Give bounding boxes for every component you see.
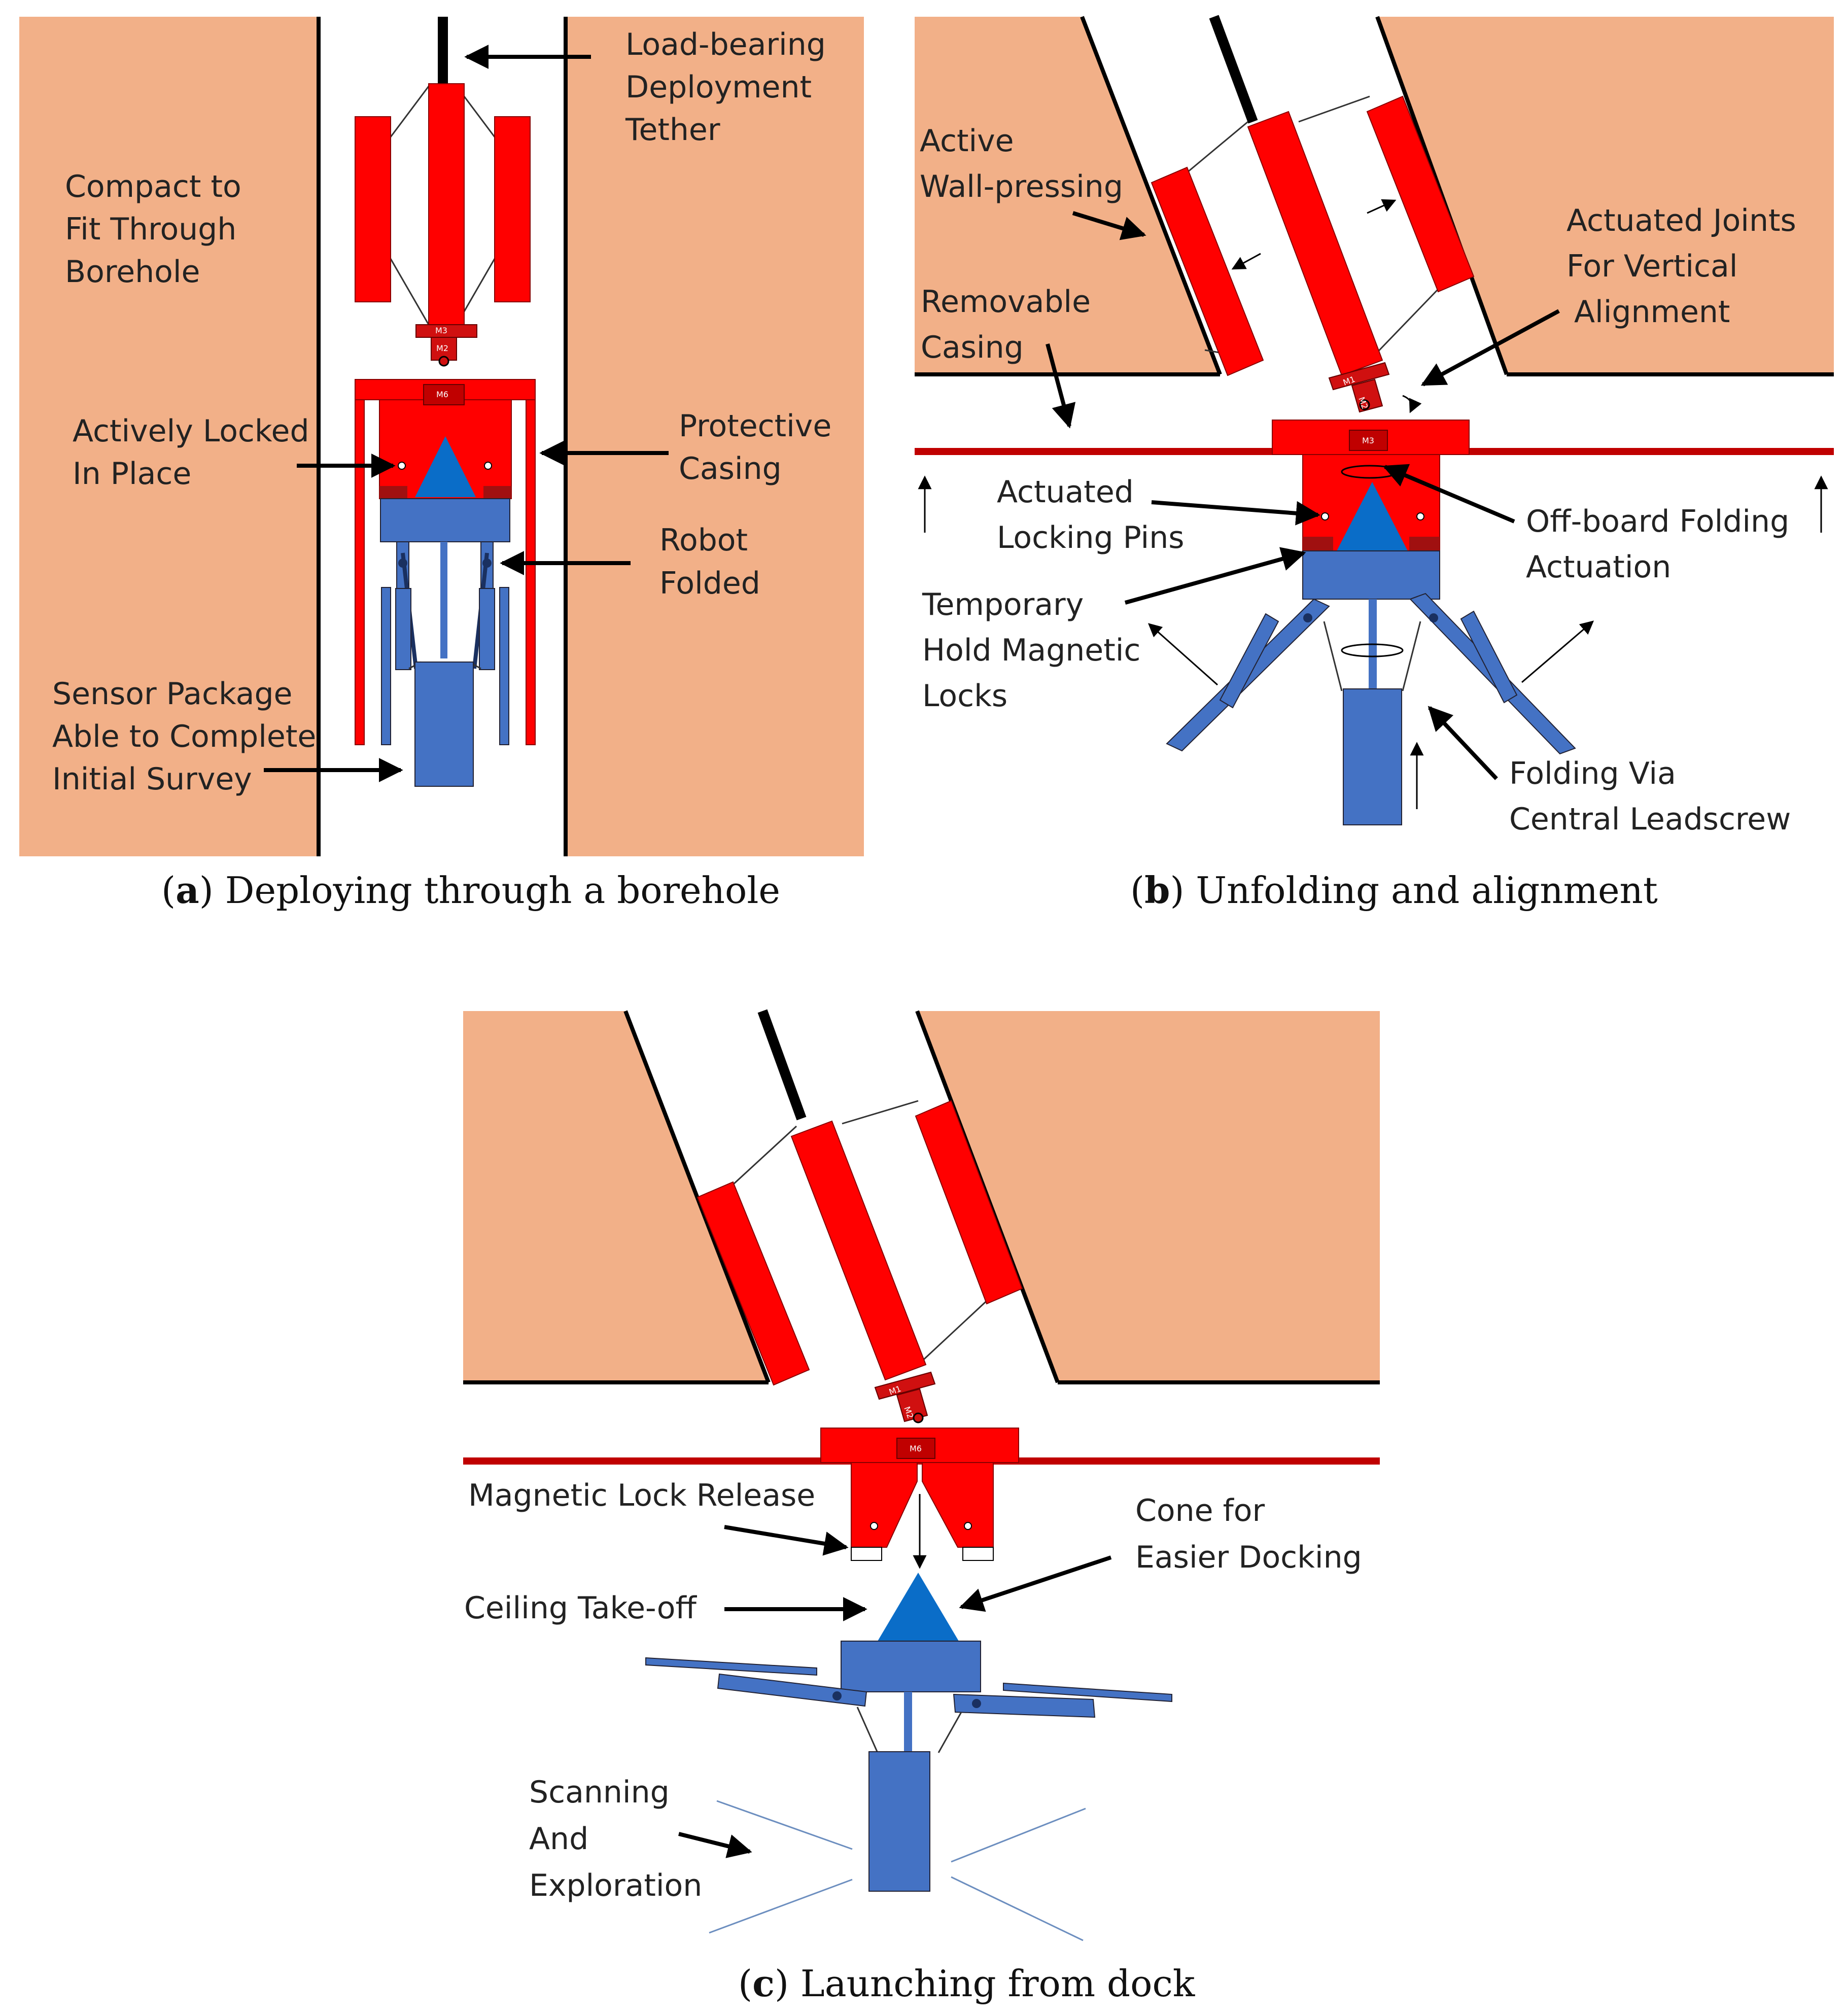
docking-cone-c (878, 1573, 959, 1641)
arrow-leadscrew (1428, 706, 1498, 780)
rock-left-c (463, 1011, 769, 1382)
track-b-right (1366, 95, 1475, 293)
label-magnetic: Temporary Hold Magnetic Locks (922, 587, 1150, 714)
dock-claw-right (922, 1462, 994, 1548)
dock-c: M6 (820, 1428, 1019, 1569)
arrow-scan (678, 1832, 752, 1858)
wrist-joint-c: M1 M2 (874, 1371, 936, 1423)
panel-b: M1 M2 M3 (915, 15, 1834, 912)
rock-left-b (915, 17, 1220, 374)
rock-right-b (1377, 17, 1834, 374)
arrow-cone (959, 1555, 1112, 1612)
rock-left (19, 17, 319, 856)
motor-tag-6: M6 (436, 390, 448, 399)
arrow-wall (1072, 211, 1146, 240)
shaft-wall-left-b (1080, 16, 1222, 375)
motor-tag-1: M3 (435, 326, 447, 335)
label-scan: Scanning And Exploration (529, 1775, 702, 1903)
motor-tag-2: M2 (436, 343, 448, 353)
tether-b (1209, 15, 1258, 124)
label-removable: Removable Casing (921, 284, 1100, 365)
track-b-left (1151, 166, 1264, 376)
track-right (494, 116, 531, 302)
arrow-removable (1046, 343, 1076, 429)
arrow-pins (1151, 500, 1320, 526)
label-locked: Actively Locked In Place (73, 413, 319, 492)
shaft-wall-left-c (623, 1010, 771, 1383)
motor-tag-c6: M6 (910, 1444, 922, 1453)
label-joints: Actuated Joints For Vertical Alignment (1566, 203, 1806, 330)
docking-cone (415, 436, 476, 497)
rock-right-c (917, 1011, 1380, 1382)
pressing-tracks-c (697, 1100, 1023, 1386)
wrist-joint: M3 M2 (415, 324, 477, 367)
arrow-offboard (1382, 464, 1515, 524)
rock-right (566, 17, 864, 856)
sensor-package (414, 662, 474, 787)
label-release: Magnetic Lock Release (468, 1478, 815, 1513)
label-sensor: Sensor Package Able to Complete Initial … (52, 676, 326, 797)
sensor-package-c (868, 1751, 930, 1892)
robot-unfolding-b (1147, 550, 1594, 825)
scan-rays (709, 1800, 1086, 1941)
label-compact: Compact to Fit Through Borehole (65, 169, 251, 290)
caption-c: (c) Launching from dock (738, 1962, 1196, 2005)
label-folded: Robot Folded (659, 523, 760, 601)
dock-b: M3 (1272, 420, 1470, 551)
caption-a: (a) Deploying through a borehole (161, 868, 780, 912)
tether-c (757, 1009, 807, 1121)
sensor-package-b (1343, 688, 1402, 825)
track-center (428, 83, 465, 325)
track-c-center (790, 1120, 927, 1381)
caption-b: (b) Unfolding and alignment (1130, 868, 1658, 912)
panel-a: M3 M2 M6 (19, 17, 864, 912)
docking-cone-b (1337, 482, 1408, 551)
label-pins: Actuated Locking Pins (997, 474, 1185, 555)
panel-c: M1 M2 M6 (463, 1009, 1380, 2005)
label-cone: Cone for Easier Docking (1135, 1493, 1362, 1575)
folded-tracks (355, 83, 531, 325)
label-ceiling: Ceiling Take-off (464, 1590, 697, 1626)
robot-flying-c (645, 1573, 1172, 1941)
label-offboard: Off-board Folding Actuation (1526, 504, 1799, 585)
label-wall: Active Wall-pressing (920, 123, 1123, 204)
motor-tag-b6: M3 (1362, 436, 1374, 445)
track-left (355, 116, 391, 302)
folded-robot (380, 498, 510, 787)
track-b-center (1247, 111, 1383, 376)
arrow-joints (1420, 309, 1560, 387)
track-c-right (915, 1100, 1023, 1305)
label-tether: Load-bearing Deployment Tether (625, 27, 836, 148)
arrow-release (724, 1525, 849, 1556)
label-casing: Protective Casing (679, 408, 841, 486)
arrow-magnetic (1124, 547, 1306, 605)
pressing-tracks-b (1151, 95, 1475, 376)
dock-body: M6 (355, 379, 536, 745)
track-c-left (697, 1181, 810, 1386)
dock-claw-left (851, 1462, 918, 1548)
label-leadscrew: Folding Via Central Leadscrew (1509, 756, 1791, 837)
wrist-joint-b: M1 M2 (1328, 362, 1422, 413)
